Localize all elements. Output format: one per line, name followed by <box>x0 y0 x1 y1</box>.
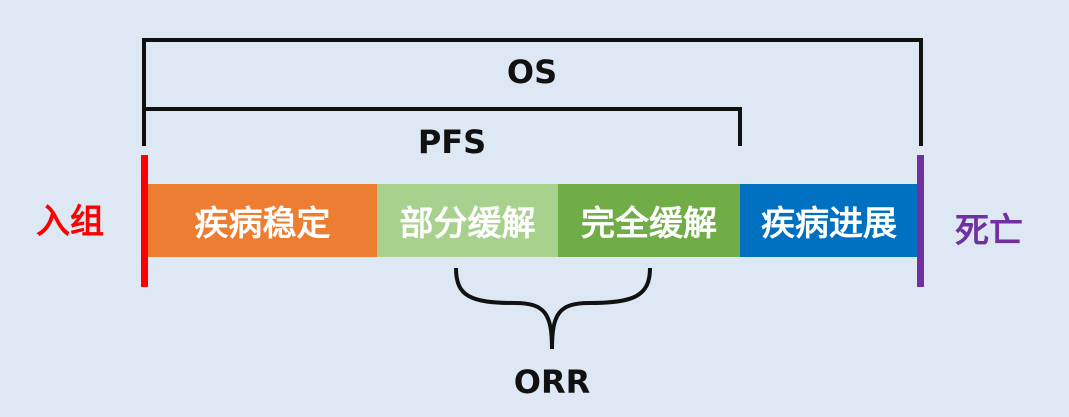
end-marker <box>917 155 924 287</box>
start-marker <box>141 155 148 287</box>
segment-stable-disease: 疾病稳定 <box>148 184 377 257</box>
orr-label: ORR <box>513 363 591 401</box>
pfs-label: PFS <box>417 123 487 161</box>
segment-partial-response: 部分缓解 <box>377 184 558 257</box>
pfs-bracket <box>142 107 742 146</box>
segment-disease-progression: 疾病进展 <box>740 184 918 257</box>
os-label: OS <box>506 53 558 91</box>
orr-brace <box>454 267 652 350</box>
end-label: 死亡 <box>955 211 1023 251</box>
os-bracket <box>142 38 923 146</box>
start-label: 入组 <box>36 202 104 242</box>
segment-complete-response: 完全缓解 <box>558 184 740 257</box>
